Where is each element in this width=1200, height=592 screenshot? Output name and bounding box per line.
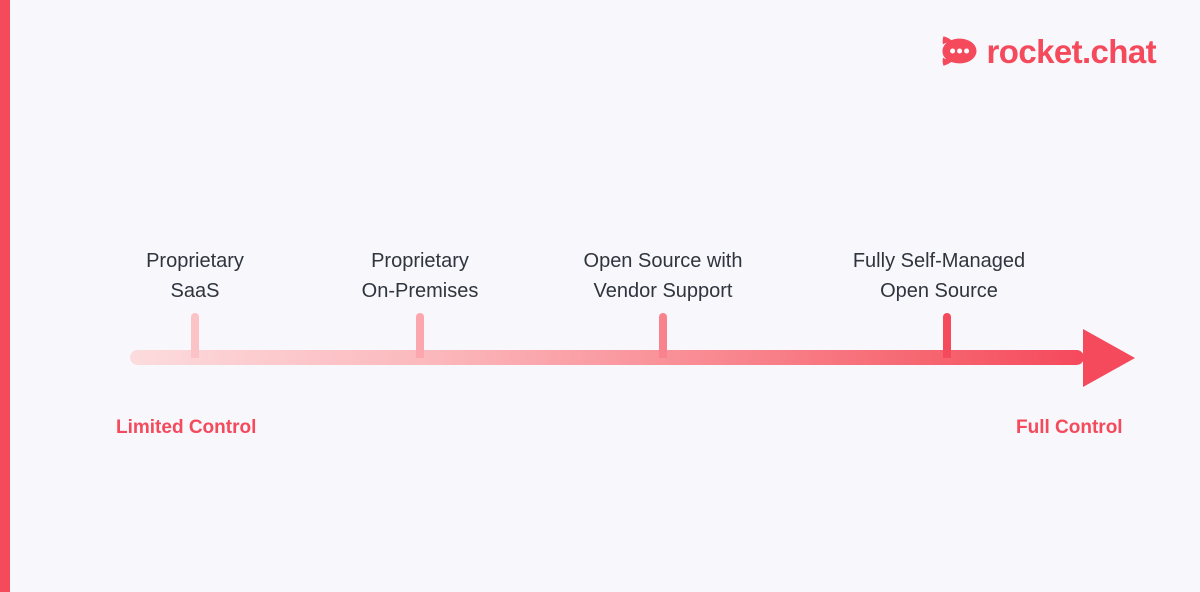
tick-fully-self-managed-open-source <box>943 313 951 358</box>
stop-label-line-2: Open Source <box>880 280 998 302</box>
tick-proprietary-on-premises <box>416 313 424 358</box>
stop-label-line-1: Fully Self-Managed <box>852 250 1026 272</box>
rocket-chat-logo-icon <box>942 36 977 66</box>
stop-label-proprietary-on-premises: Proprietary On-Premises <box>362 246 479 306</box>
tick-open-source-with-vendor-support <box>659 313 667 358</box>
tick-proprietary-saas <box>191 313 199 358</box>
caption-full-control: Full Control <box>1016 417 1123 438</box>
stop-label-line-2: Vendor Support <box>593 280 733 302</box>
stop-label-fully-self-managed-open-source: Fully Self-Managed Open Source <box>853 246 1025 306</box>
logo-wordmark: rocket.chat <box>986 32 1157 70</box>
stop-label-line-2: On-Premises <box>361 280 479 302</box>
stop-label-line-1: Open Source with <box>583 250 743 272</box>
stop-label-line-1: Proprietary <box>371 250 469 272</box>
stop-label-open-source-with-vendor-support: Open Source with Vendor Support <box>584 246 743 306</box>
stop-label-line-2: SaaS <box>170 280 220 302</box>
caption-limited-control: Limited Control <box>116 417 257 438</box>
control-spectrum-axis <box>130 350 1084 365</box>
stop-label-line-1: Proprietary <box>146 250 244 272</box>
arrow-right-icon <box>1083 329 1135 387</box>
stop-label-proprietary-saas: Proprietary SaaS <box>146 246 244 306</box>
left-accent-bar <box>0 0 10 592</box>
rocket-chat-logo: rocket.chat <box>936 28 1157 74</box>
